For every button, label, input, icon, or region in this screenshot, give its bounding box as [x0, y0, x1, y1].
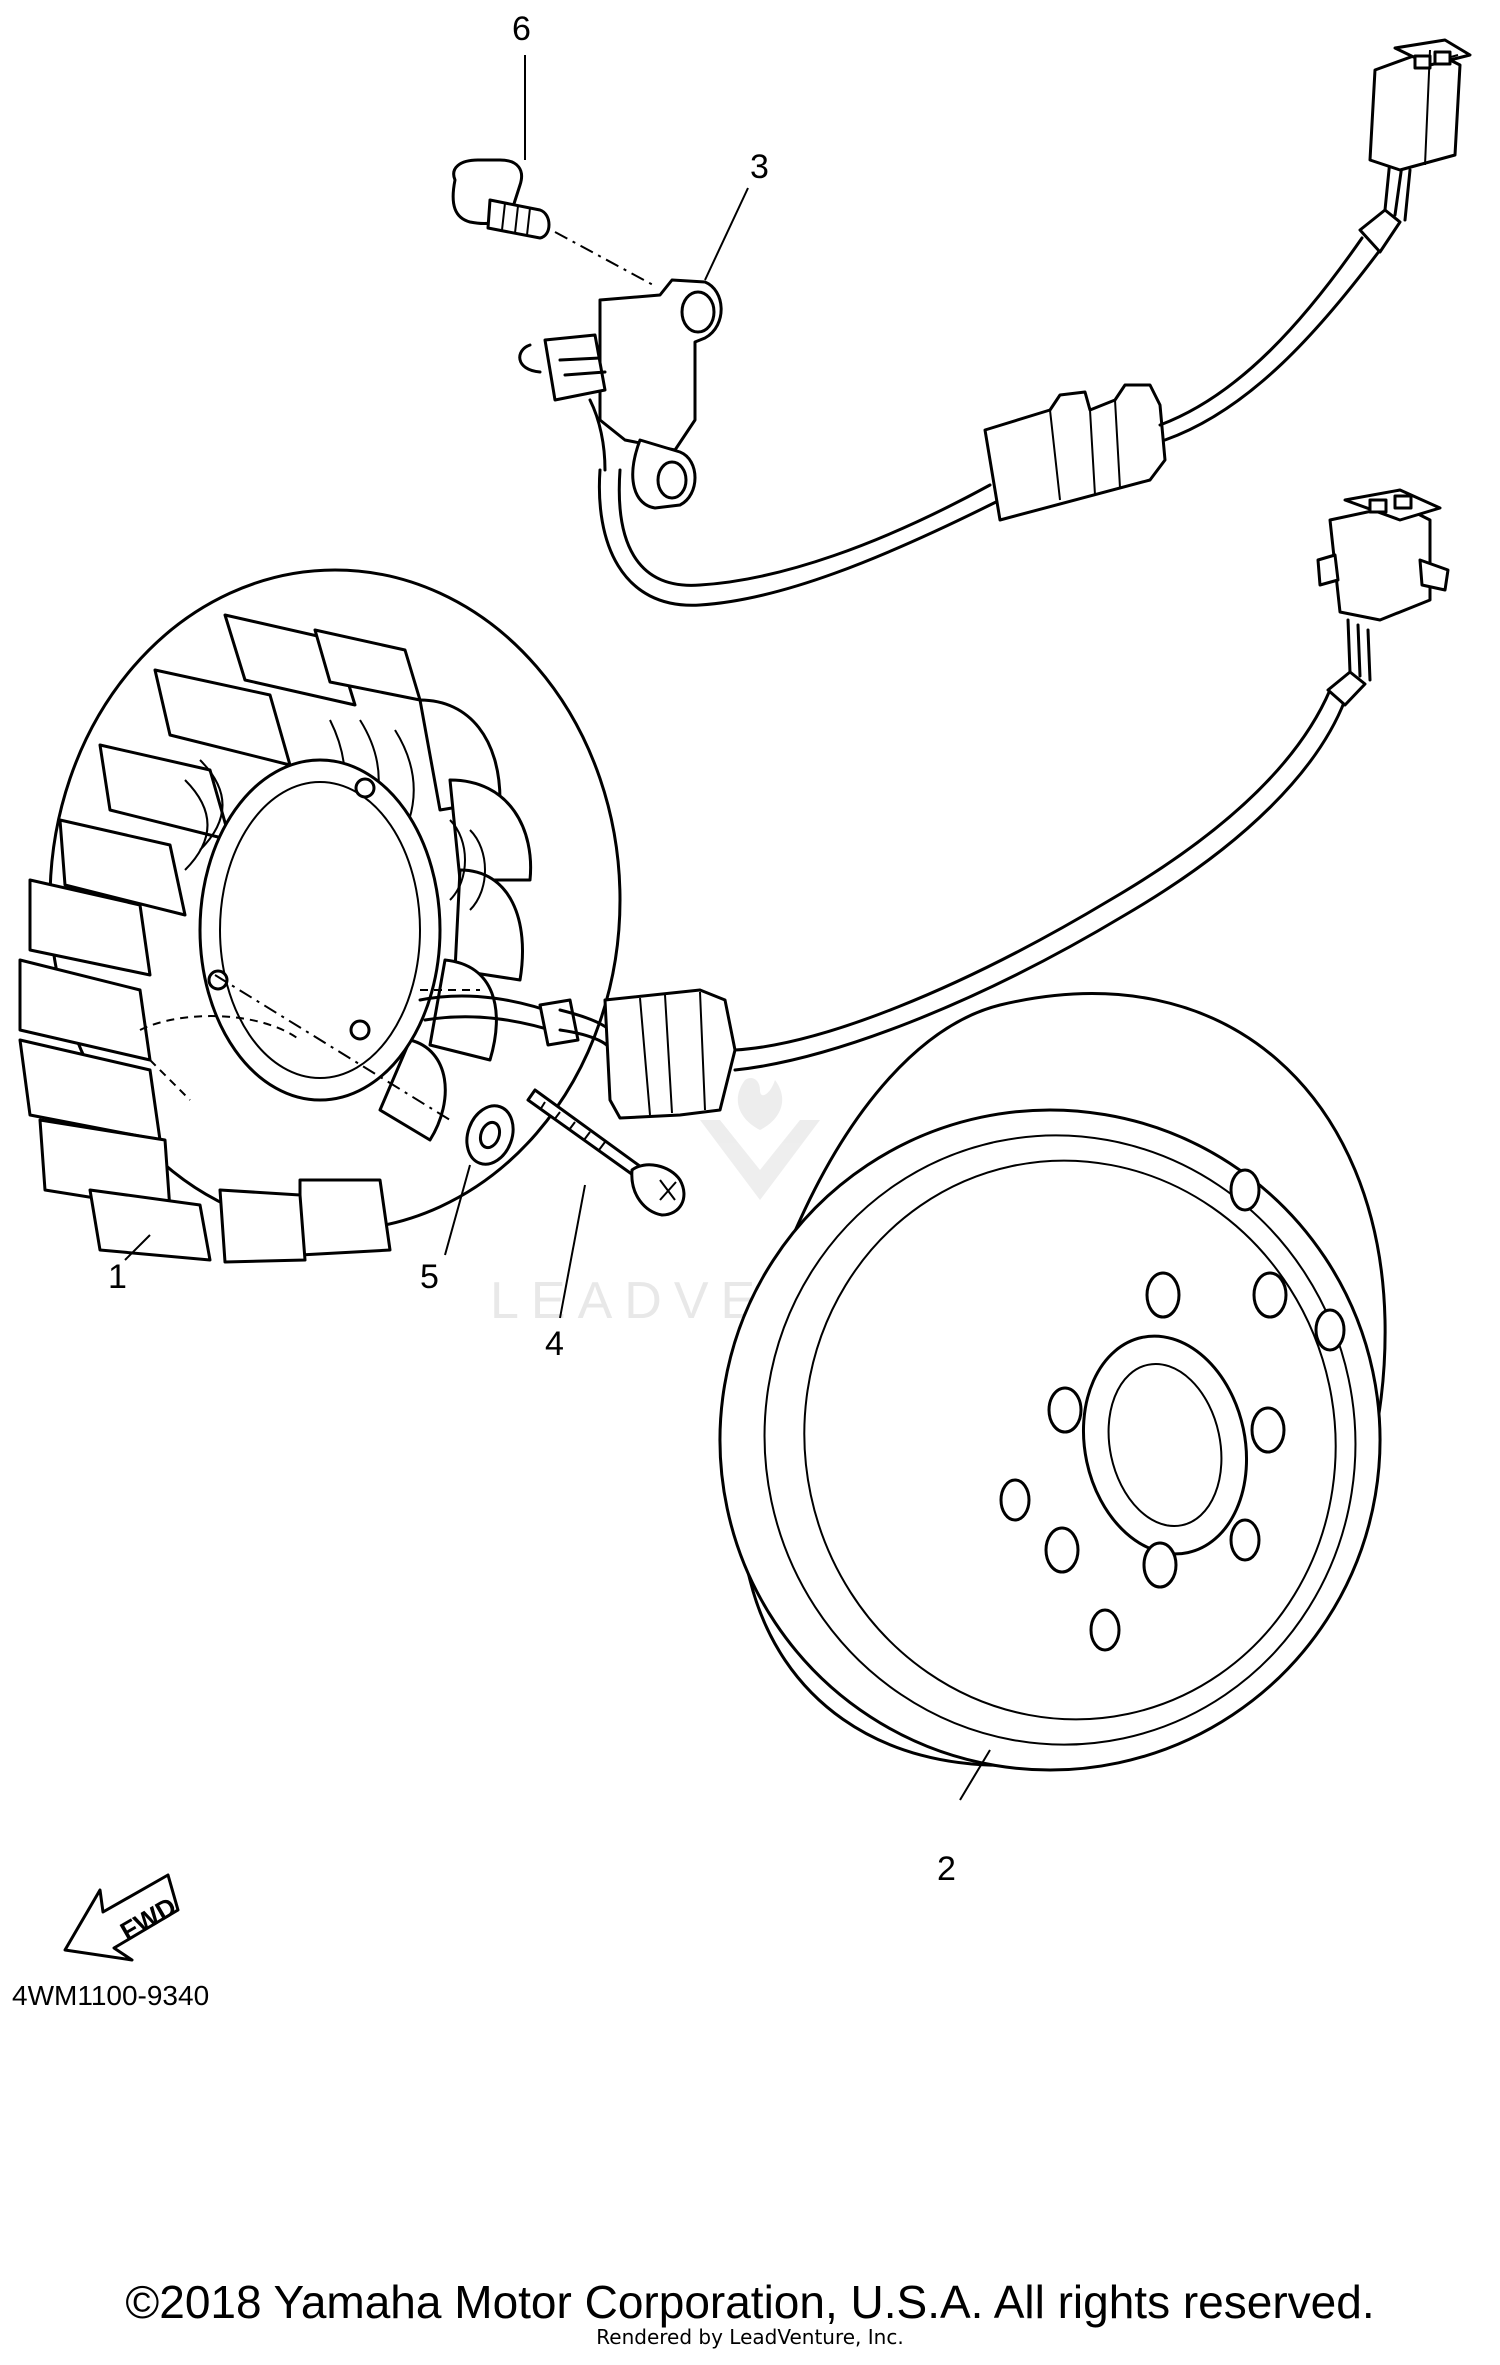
part-5-washer — [465, 1104, 515, 1166]
rendered-by-note: Rendered by LeadVenture, Inc. — [596, 2325, 904, 2349]
callout-1: 1 — [108, 1258, 127, 1296]
callout-5: 5 — [420, 1258, 439, 1296]
part-1-stator — [18, 488, 1450, 1264]
callout-3: 3 — [750, 148, 769, 186]
callout-labels: 6 3 1 5 4 2 — [108, 10, 956, 1888]
callout-2: 2 — [937, 1850, 956, 1888]
part-2-rotor — [718, 992, 1387, 1772]
part-3-pickup-coil — [518, 38, 1472, 607]
copyright-notice: ©2018 Yamaha Motor Corporation, U.S.A. A… — [125, 2276, 1375, 2328]
callout-6: 6 — [512, 10, 531, 48]
callout-4: 4 — [545, 1325, 564, 1363]
part-4-bolt — [526, 1088, 686, 1217]
diagram-code: 4WM1100-9340 — [12, 1980, 209, 2011]
part-6-screw — [451, 158, 656, 287]
fwd-arrow-icon: FWD — [63, 1873, 181, 1962]
leader-lines — [124, 55, 991, 1801]
